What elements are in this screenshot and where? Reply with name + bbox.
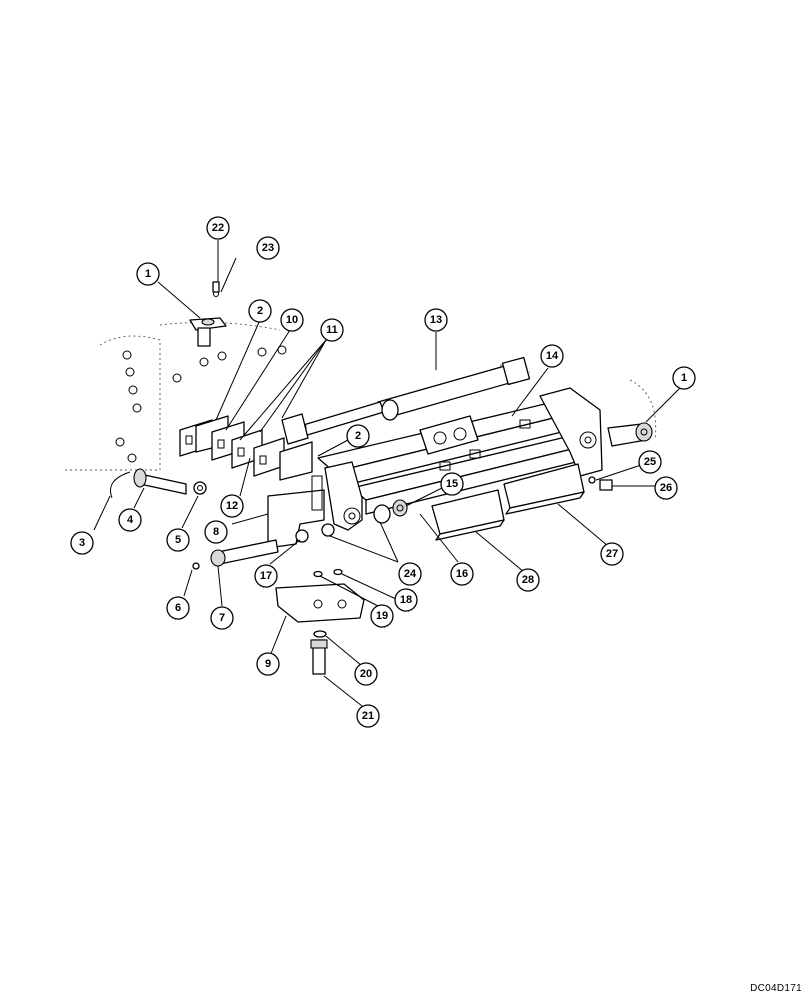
callout-label: 9	[265, 658, 271, 670]
callout-2-upper: 2	[248, 299, 272, 323]
callout-20: 20	[354, 662, 378, 686]
main-frame	[317, 387, 603, 515]
callout-6: 6	[166, 596, 190, 620]
callout-15: 15	[440, 472, 464, 496]
callout-3: 3	[70, 531, 94, 555]
callout-9: 9	[256, 652, 280, 676]
callout-22: 22	[206, 216, 230, 240]
callout-21: 21	[356, 704, 380, 728]
callout-label: 21	[362, 710, 374, 722]
callout-label: 20	[360, 668, 372, 680]
callout-4: 4	[118, 508, 142, 532]
callout-25: 25	[638, 450, 662, 474]
callout-label: 18	[400, 594, 412, 606]
callout-label: 2	[355, 430, 361, 442]
callout-label: 14	[546, 350, 559, 362]
adjust-bolt	[110, 468, 207, 499]
callout-17: 17	[254, 564, 278, 588]
callout-18: 18	[394, 588, 418, 612]
callout-11: 11	[320, 318, 344, 342]
callout-label: 10	[286, 314, 298, 326]
callout-10: 10	[280, 308, 304, 332]
pivot-pin-top	[189, 281, 227, 367]
callout-23: 23	[256, 236, 280, 260]
callout-label: 11	[326, 324, 338, 336]
callout-7: 7	[210, 606, 234, 630]
callout-label: 19	[376, 610, 388, 622]
callout-label: 24	[404, 568, 417, 580]
callout-label: 2	[257, 305, 263, 317]
callout-label: 22	[212, 222, 224, 234]
callout-label: 15	[446, 478, 458, 490]
callout-26: 26	[654, 476, 678, 500]
callout-label: 6	[175, 602, 181, 614]
callout-label: 25	[644, 456, 656, 468]
callout-label: 7	[219, 612, 225, 624]
callout-5: 5	[166, 528, 190, 552]
callout-19: 19	[370, 604, 394, 628]
callout-label: 5	[175, 534, 181, 546]
callout-label: 8	[213, 526, 219, 538]
callout-27: 27	[600, 542, 624, 566]
callout-14: 14	[540, 344, 564, 368]
callout-13: 13	[424, 308, 448, 332]
drawing-code: DC04D171	[750, 983, 802, 994]
lever-bracket	[324, 461, 408, 531]
hydraulic-cylinder	[281, 356, 531, 445]
callout-label: 1	[145, 268, 151, 280]
callout-label: 4	[127, 514, 134, 526]
callout-1-left: 1	[136, 262, 160, 286]
lower-bracket	[275, 568, 365, 675]
callout-label: 13	[430, 314, 442, 326]
callout-label: 16	[456, 568, 468, 580]
lower-pin	[192, 523, 335, 570]
callout-label: 12	[226, 500, 238, 512]
pivot-pin-right	[607, 422, 653, 447]
callout-24: 24	[398, 562, 422, 586]
callout-16: 16	[450, 562, 474, 586]
callout-label: 27	[606, 548, 618, 560]
callout-8: 8	[204, 520, 228, 544]
callout-label: 23	[262, 242, 274, 254]
right-hardware	[588, 476, 613, 491]
callout-28: 28	[516, 568, 540, 592]
shim-stack	[179, 415, 313, 481]
callout-12: 12	[220, 494, 244, 518]
callout-label: 28	[522, 574, 534, 586]
callout-label: 3	[79, 537, 85, 549]
callout-label: 17	[260, 570, 272, 582]
callout-label: 1	[681, 372, 687, 384]
callout-1-right: 1	[672, 366, 696, 390]
wear-strips	[431, 463, 585, 541]
callout-label: 26	[660, 482, 672, 494]
callout-2-lower: 2	[346, 424, 370, 448]
